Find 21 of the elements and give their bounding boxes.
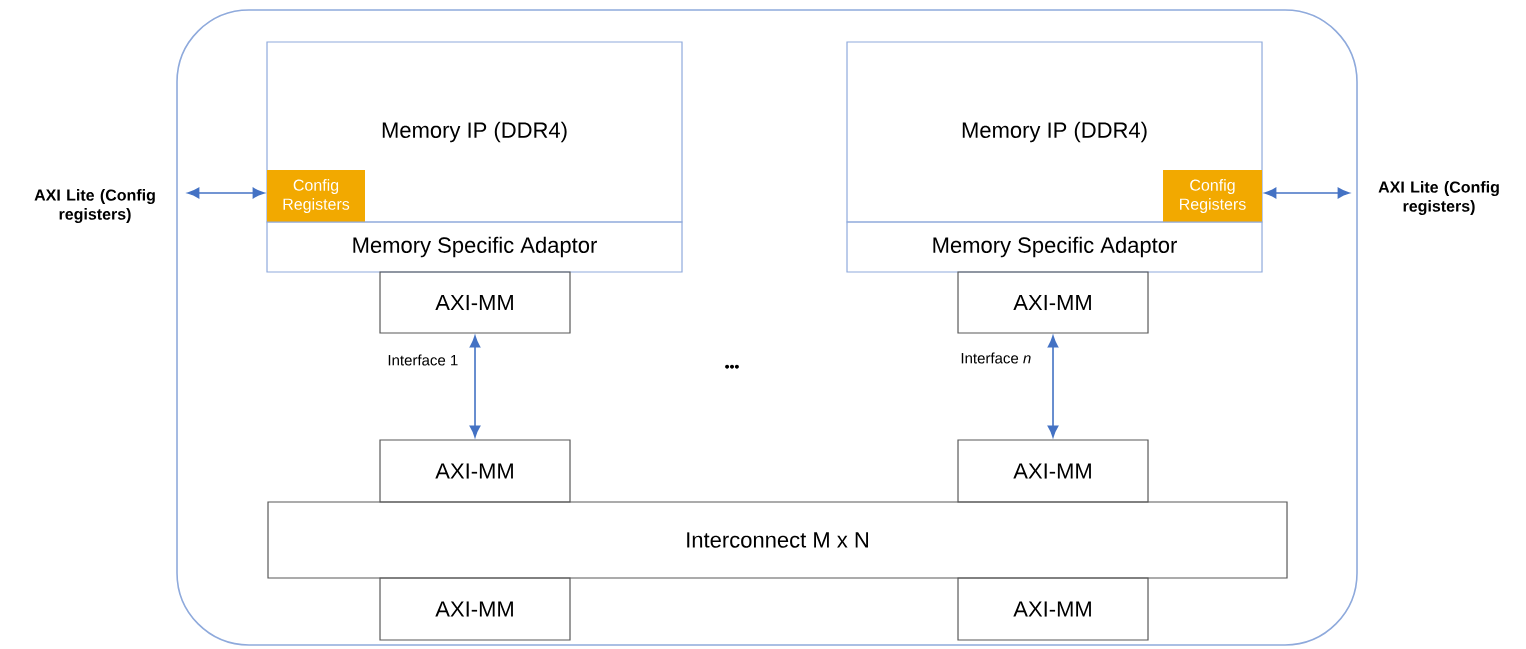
- port-box: AXI-MM: [957, 439, 1149, 503]
- edge-label: Interface n: [958, 350, 1034, 366]
- arrow: [1264, 187, 1350, 199]
- system-frame: [176, 9, 1358, 646]
- ellipsis: •••: [725, 364, 739, 369]
- register-block: Config Registers: [267, 170, 365, 222]
- arrow: [1047, 335, 1059, 438]
- port-box: AXI-MM: [379, 439, 571, 503]
- port-box: AXI-MM: [957, 577, 1149, 641]
- arrow: [469, 335, 481, 438]
- interconnect-box: Interconnect M x N: [267, 501, 1288, 579]
- arrow: [187, 187, 265, 199]
- port-box: AXI-MM: [379, 577, 571, 641]
- interface-label: AXI Lite (Config registers): [1378, 181, 1499, 215]
- port-box: AXI-MM: [957, 271, 1149, 334]
- interface-label: AXI Lite (Config registers): [34, 189, 155, 223]
- adaptor-band: Memory Specific Adaptor: [846, 221, 1263, 273]
- edge-label: Interface 1: [385, 352, 461, 368]
- port-box: AXI-MM: [379, 271, 571, 334]
- adaptor-band: Memory Specific Adaptor: [266, 221, 683, 273]
- register-block: Config Registers: [1163, 170, 1262, 222]
